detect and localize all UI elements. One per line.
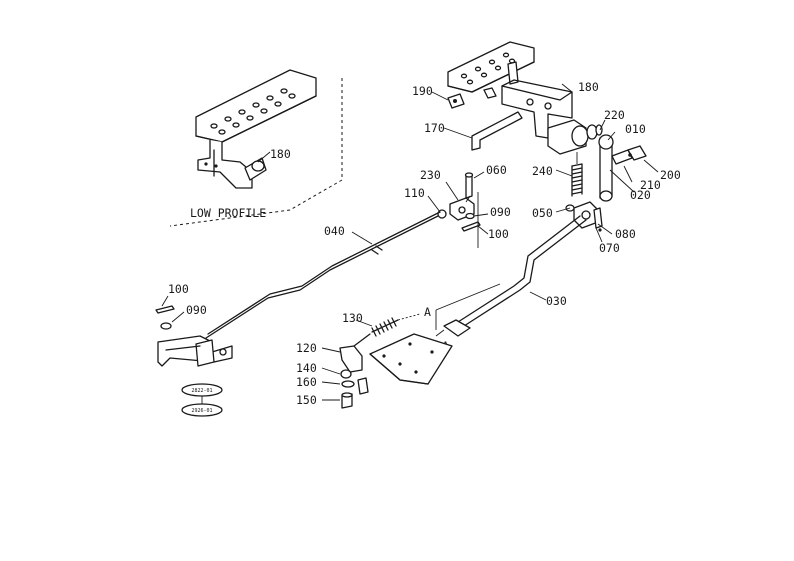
label-040: 040	[324, 224, 345, 238]
serial-bottom: 2926-01	[191, 408, 212, 414]
label-100-left: 100	[168, 282, 189, 296]
label-150: 150	[296, 393, 317, 407]
low-profile-inset: 180 LOW PROFILE	[169, 69, 343, 227]
label-180-inset: 180	[270, 147, 291, 161]
label-090-left: 090	[186, 303, 207, 317]
low-profile-label: LOW PROFILE	[190, 206, 266, 220]
label-080: 080	[615, 227, 636, 241]
callout-a-upper: A	[424, 305, 431, 319]
label-100-top: 100	[488, 227, 509, 241]
label-070: 070	[599, 241, 620, 255]
label-050: 050	[532, 206, 553, 220]
serial-stamps: 2822-01 2926-01	[181, 383, 223, 417]
label-200: 200	[660, 168, 681, 182]
label-180: 180	[578, 80, 599, 94]
rod-040-assembly: 040 100 090	[155, 211, 441, 367]
label-120: 120	[296, 341, 317, 355]
label-020: 020	[630, 188, 651, 202]
label-010: 010	[625, 122, 646, 136]
lower-center-group: A A 130 120 140 160 150	[296, 283, 501, 409]
label-090-top: 090	[490, 205, 511, 219]
label-220: 220	[604, 108, 625, 122]
label-190: 190	[412, 84, 433, 98]
label-170: 170	[424, 121, 445, 135]
serial-top: 2822-01	[191, 388, 212, 394]
rod-030-assembly: 050 080 070 030	[443, 201, 636, 337]
label-130: 130	[342, 311, 363, 325]
label-230: 230	[420, 168, 441, 182]
label-160: 160	[296, 375, 317, 389]
label-110: 110	[404, 186, 425, 200]
label-240: 240	[532, 164, 553, 178]
label-030: 030	[546, 294, 567, 308]
pedal-assembly: 190 180 220 010 170 240 210 200 020	[412, 41, 681, 202]
clevis-group: 060 230 110 090 100	[404, 163, 511, 248]
label-210: 210	[640, 178, 661, 192]
label-060: 060	[486, 163, 507, 177]
label-140: 140	[296, 361, 317, 375]
